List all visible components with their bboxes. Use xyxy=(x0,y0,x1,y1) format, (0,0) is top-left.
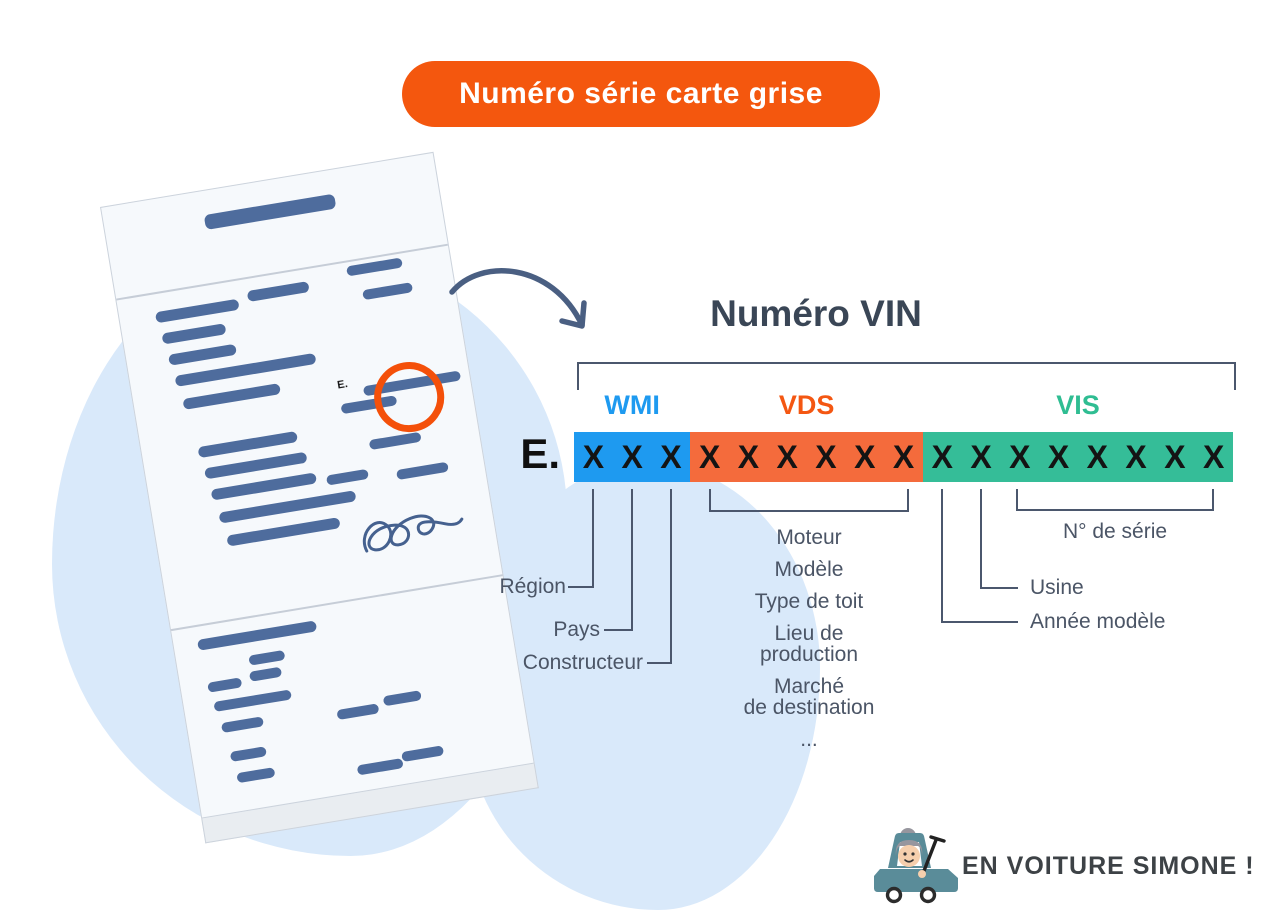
vds-meaning-label: Type de toit xyxy=(754,590,864,613)
vis-label-factory: Usine xyxy=(1030,576,1084,599)
title-badge: Numéro série carte grise xyxy=(402,61,880,127)
vin-character: X xyxy=(776,439,798,475)
vis-label-model-year: Année modèle xyxy=(1030,610,1166,633)
vin-character: X xyxy=(1009,439,1031,475)
vin-character: X xyxy=(854,439,876,475)
wmi-label-pays: Pays xyxy=(553,618,600,641)
simone-car-logo-icon xyxy=(874,828,958,904)
vds-meaning-label: Moteur xyxy=(776,526,842,549)
wmi-label-region: Région xyxy=(499,575,566,598)
vis-code-label: VIS xyxy=(1056,389,1100,420)
vin-character: X xyxy=(1202,439,1225,475)
carte-grise-document: E. xyxy=(100,151,539,844)
vin-character: X xyxy=(582,439,605,475)
vin-character: X xyxy=(660,439,682,475)
vin-character: X xyxy=(931,439,953,475)
vds-meaning-label: ... xyxy=(800,728,818,751)
wmi-label-constructeur: Constructeur xyxy=(522,651,643,674)
vin-character: X xyxy=(1125,439,1147,475)
wmi-code-label: WMI xyxy=(604,389,660,420)
vin-character: X xyxy=(970,439,992,475)
vds-meaning-label: Modèle xyxy=(774,558,844,581)
signature-scribble xyxy=(363,514,464,553)
vin-character: X xyxy=(1164,439,1186,475)
vin-character: X xyxy=(621,439,643,475)
vin-top-bracket xyxy=(577,362,1236,390)
vin-character: X xyxy=(1086,439,1108,475)
brand-caption: EN VOITURE SIMONE ! xyxy=(962,852,1255,880)
vin-heading: Numéro VIN xyxy=(710,293,922,334)
vin-prefix: E. xyxy=(520,430,560,477)
vis-label-serial: N° de série xyxy=(1062,520,1168,543)
vin-character: X xyxy=(737,439,760,475)
arrow-curved-icon xyxy=(449,268,587,329)
vin-character: X xyxy=(815,439,837,475)
background-blob-center xyxy=(468,462,820,910)
vin-character: X xyxy=(1047,439,1070,475)
document-body: E. xyxy=(100,151,535,819)
badge-label: Numéro série carte grise xyxy=(459,77,823,110)
vin-character: X xyxy=(892,439,915,475)
vin-character: X xyxy=(699,439,721,475)
vds-code-label: VDS xyxy=(778,389,835,420)
section-code-row: WMI VDS VIS xyxy=(574,388,1233,422)
